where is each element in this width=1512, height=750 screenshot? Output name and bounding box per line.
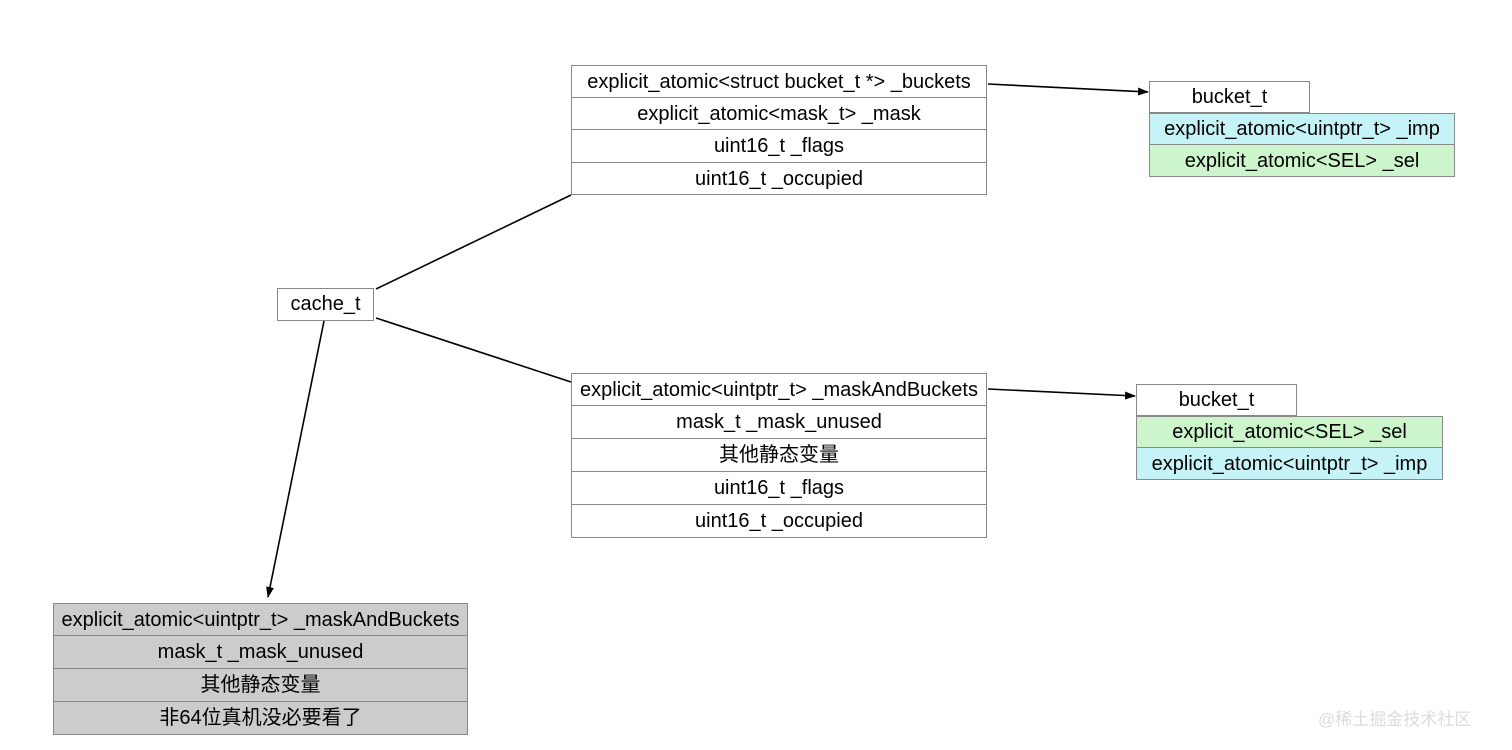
table-arm64-cache-struct: explicit_atomic<struct bucket_t *> _buck… (571, 65, 987, 195)
table-row[interactable]: 非64位真机没必要看了 (53, 702, 468, 735)
table-row[interactable]: uint16_t _flags (571, 130, 987, 163)
table-non64-cache-struct: explicit_atomic<uintptr_t> _maskAndBucke… (53, 603, 468, 735)
table-x64-bucket-t: explicit_atomic<SEL> _sel explicit_atomi… (1136, 416, 1443, 480)
table-row[interactable]: mask_t _mask_unused (571, 406, 987, 439)
table-row[interactable]: mask_t _mask_unused (53, 636, 468, 669)
edge-cachet-to-arm64-struct (375, 194, 572, 290)
table-header-label: bucket_t (1178, 388, 1255, 411)
table-row[interactable]: 其他静态变量 (571, 439, 987, 472)
table-header-x64-bucket-t[interactable]: bucket_t (1136, 384, 1297, 416)
table-row[interactable]: explicit_atomic<struct bucket_t *> _buck… (571, 65, 987, 98)
edge-cachet-to-non64-struct (266, 320, 325, 598)
table-arm64-bucket-t: explicit_atomic<uintptr_t> _imp explicit… (1149, 113, 1455, 177)
table-row[interactable]: explicit_atomic<uintptr_t> _imp (1136, 448, 1443, 480)
table-row[interactable]: uint16_t _flags (571, 472, 987, 505)
table-row[interactable]: uint16_t _occupied (571, 163, 987, 195)
table-header-arm64-bucket-t[interactable]: bucket_t (1149, 81, 1310, 113)
edge-arm64-struct-to-bucket (987, 83, 1149, 96)
table-x64-cache-struct: explicit_atomic<uintptr_t> _maskAndBucke… (571, 373, 987, 538)
watermark-text: @稀土掘金技术社区 (1318, 710, 1472, 729)
table-row[interactable]: explicit_atomic<SEL> _sel (1136, 416, 1443, 448)
table-row[interactable]: explicit_atomic<SEL> _sel (1149, 145, 1455, 177)
node-cache-t[interactable]: cache_t (277, 288, 374, 321)
table-header-label: bucket_t (1191, 85, 1268, 108)
table-row[interactable]: explicit_atomic<uintptr_t> _maskAndBucke… (571, 373, 987, 406)
table-row[interactable]: explicit_atomic<mask_t> _mask (571, 98, 987, 130)
table-row[interactable]: explicit_atomic<uintptr_t> _imp (1149, 113, 1455, 145)
node-cache-t-label: cache_t (290, 293, 361, 315)
table-row[interactable]: explicit_atomic<uintptr_t> _maskAndBucke… (53, 603, 468, 636)
edge-x64-struct-to-bucket (987, 388, 1136, 400)
table-row[interactable]: 其他静态变量 (53, 669, 468, 702)
edge-cachet-to-x64-struct (375, 317, 572, 383)
table-row[interactable]: uint16_t _occupied (571, 505, 987, 538)
